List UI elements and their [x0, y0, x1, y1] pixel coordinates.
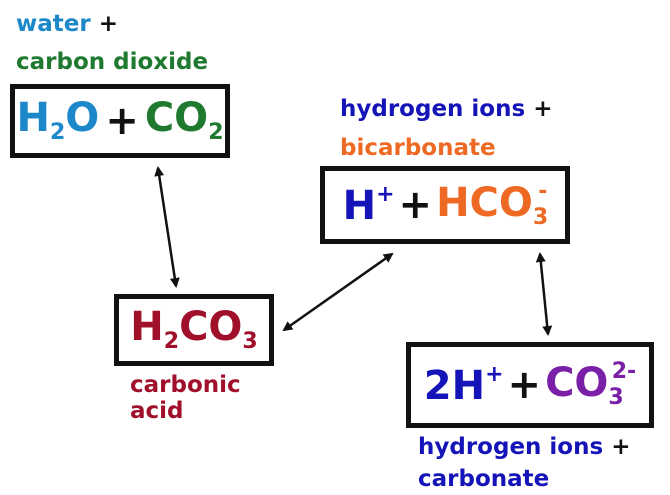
label-hydrogen-ions: hydrogen ions [340, 96, 526, 122]
formula-carbonate: CO32- [545, 359, 637, 410]
label-plus-2: + [533, 96, 553, 122]
box-hydrogen-carbonate: 2H+ + CO32- [406, 342, 654, 428]
box-carbonic-acid: H2CO3 [114, 294, 274, 366]
formula-plus-2: + [398, 182, 433, 228]
label-water-group: water + [16, 11, 118, 37]
formula-plus-1: + [105, 98, 139, 144]
label-plus-3: + [611, 434, 631, 460]
formula-water: H2O [16, 95, 100, 145]
label-water: water [16, 11, 91, 37]
label-carbonic: carbonic [130, 372, 241, 398]
box-water-carbon-dioxide: H2O + CO2 [10, 84, 230, 158]
formula-bicarbonate: HCO3- [436, 179, 549, 230]
label-carbon-dioxide: carbon dioxide [16, 49, 209, 75]
arrow-hco3-co3 [535, 252, 553, 336]
label-bicarbonate: bicarbonate [340, 135, 496, 161]
formula-plus-3: + [507, 362, 542, 408]
label-acid: acid [130, 398, 184, 424]
box-hydrogen-bicarbonate: H+ + HCO3- [320, 166, 570, 244]
label-carbonate: carbonate [418, 466, 550, 492]
formula-carbon-dioxide: CO2 [144, 95, 224, 145]
formula-hydrogen-ions: 2H+ [423, 362, 504, 409]
arrow-h2co3-hco3 [282, 252, 394, 332]
formula-carbonic-acid: H2CO3 [130, 304, 258, 354]
label-hydrogen-ions-2: hydrogen ions [418, 434, 604, 460]
label-hydrogen-group: hydrogen ions + [340, 96, 552, 122]
label-hydrogen-group-2: hydrogen ions + [418, 434, 630, 460]
label-plus-1: + [98, 11, 119, 37]
formula-hydrogen-ion: H+ [342, 182, 395, 229]
arrow-h2o-h2co3 [154, 166, 180, 288]
